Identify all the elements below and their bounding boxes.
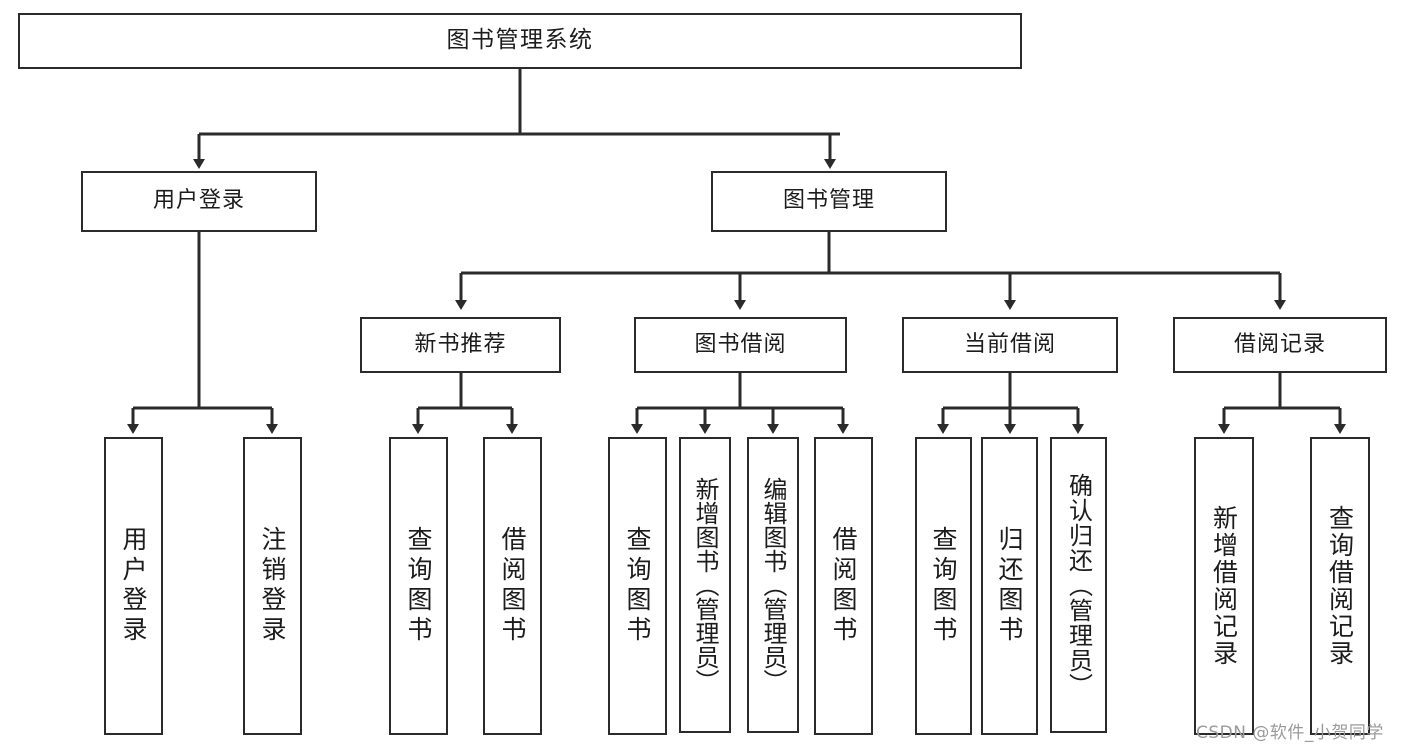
leaf-label: 用户登录 bbox=[119, 526, 148, 646]
node-root[interactable]: 图书管理系统 bbox=[18, 13, 1022, 69]
leaf-query-borrow-record[interactable]: 查询借阅记录 bbox=[1310, 437, 1370, 735]
node-book-management[interactable]: 图书管理 bbox=[711, 171, 947, 232]
csdn-watermark: CSDN @软件_小贺同学 bbox=[1196, 723, 1384, 743]
node-borrow-record-label: 借阅记录 bbox=[1233, 331, 1326, 357]
node-borrow-record[interactable]: 借阅记录 bbox=[1173, 317, 1387, 373]
leaf-label: 借阅图书 bbox=[829, 526, 858, 646]
leaf-label: 查询图书 bbox=[929, 526, 958, 646]
node-book-borrow-label: 图书借阅 bbox=[694, 331, 787, 357]
node-user-login-label: 用户登录 bbox=[152, 188, 245, 214]
leaf-query-book-current[interactable]: 查询图书 bbox=[915, 437, 972, 735]
node-book-borrow[interactable]: 图书借阅 bbox=[634, 317, 847, 373]
leaf-label: 借阅图书 bbox=[498, 526, 527, 646]
leaf-label: 新增借阅记录 bbox=[1209, 505, 1239, 667]
leaf-label: 查询图书 bbox=[623, 526, 652, 646]
leaf-confirm-return-admin[interactable]: 确认归还（管理员） bbox=[1050, 437, 1107, 733]
leaf-user-login[interactable]: 用户登录 bbox=[104, 437, 163, 735]
node-user-login[interactable]: 用户登录 bbox=[81, 171, 317, 232]
node-root-label: 图书管理系统 bbox=[446, 27, 594, 54]
node-current-borrow[interactable]: 当前借阅 bbox=[902, 317, 1118, 373]
leaf-borrow-book-recommend[interactable]: 借阅图书 bbox=[483, 437, 542, 735]
leaf-add-book-admin[interactable]: 新增图书（管理员） bbox=[679, 437, 731, 733]
leaf-label: 确认归还（管理员） bbox=[1064, 472, 1093, 698]
leaf-label: 注销登录 bbox=[258, 526, 287, 646]
leaf-label: 查询借阅记录 bbox=[1325, 505, 1355, 667]
leaf-logout[interactable]: 注销登录 bbox=[243, 437, 302, 735]
leaf-label: 归还图书 bbox=[995, 526, 1024, 646]
leaf-label: 编辑图书（管理员） bbox=[759, 477, 787, 693]
leaf-query-book-recommend[interactable]: 查询图书 bbox=[389, 437, 448, 735]
node-new-book-recommend-label: 新书推荐 bbox=[414, 331, 507, 357]
leaf-edit-book-admin[interactable]: 编辑图书（管理员） bbox=[747, 437, 799, 733]
leaf-query-book-borrow[interactable]: 查询图书 bbox=[608, 437, 667, 735]
node-book-management-label: 图书管理 bbox=[782, 188, 875, 214]
leaf-label: 新增图书（管理员） bbox=[691, 477, 719, 693]
leaf-label: 查询图书 bbox=[404, 526, 433, 646]
node-new-book-recommend[interactable]: 新书推荐 bbox=[360, 317, 561, 373]
leaf-borrow-book[interactable]: 借阅图书 bbox=[814, 437, 873, 735]
node-current-borrow-label: 当前借阅 bbox=[963, 331, 1056, 357]
leaf-return-book[interactable]: 归还图书 bbox=[981, 437, 1038, 735]
leaf-add-borrow-record[interactable]: 新增借阅记录 bbox=[1194, 437, 1254, 735]
